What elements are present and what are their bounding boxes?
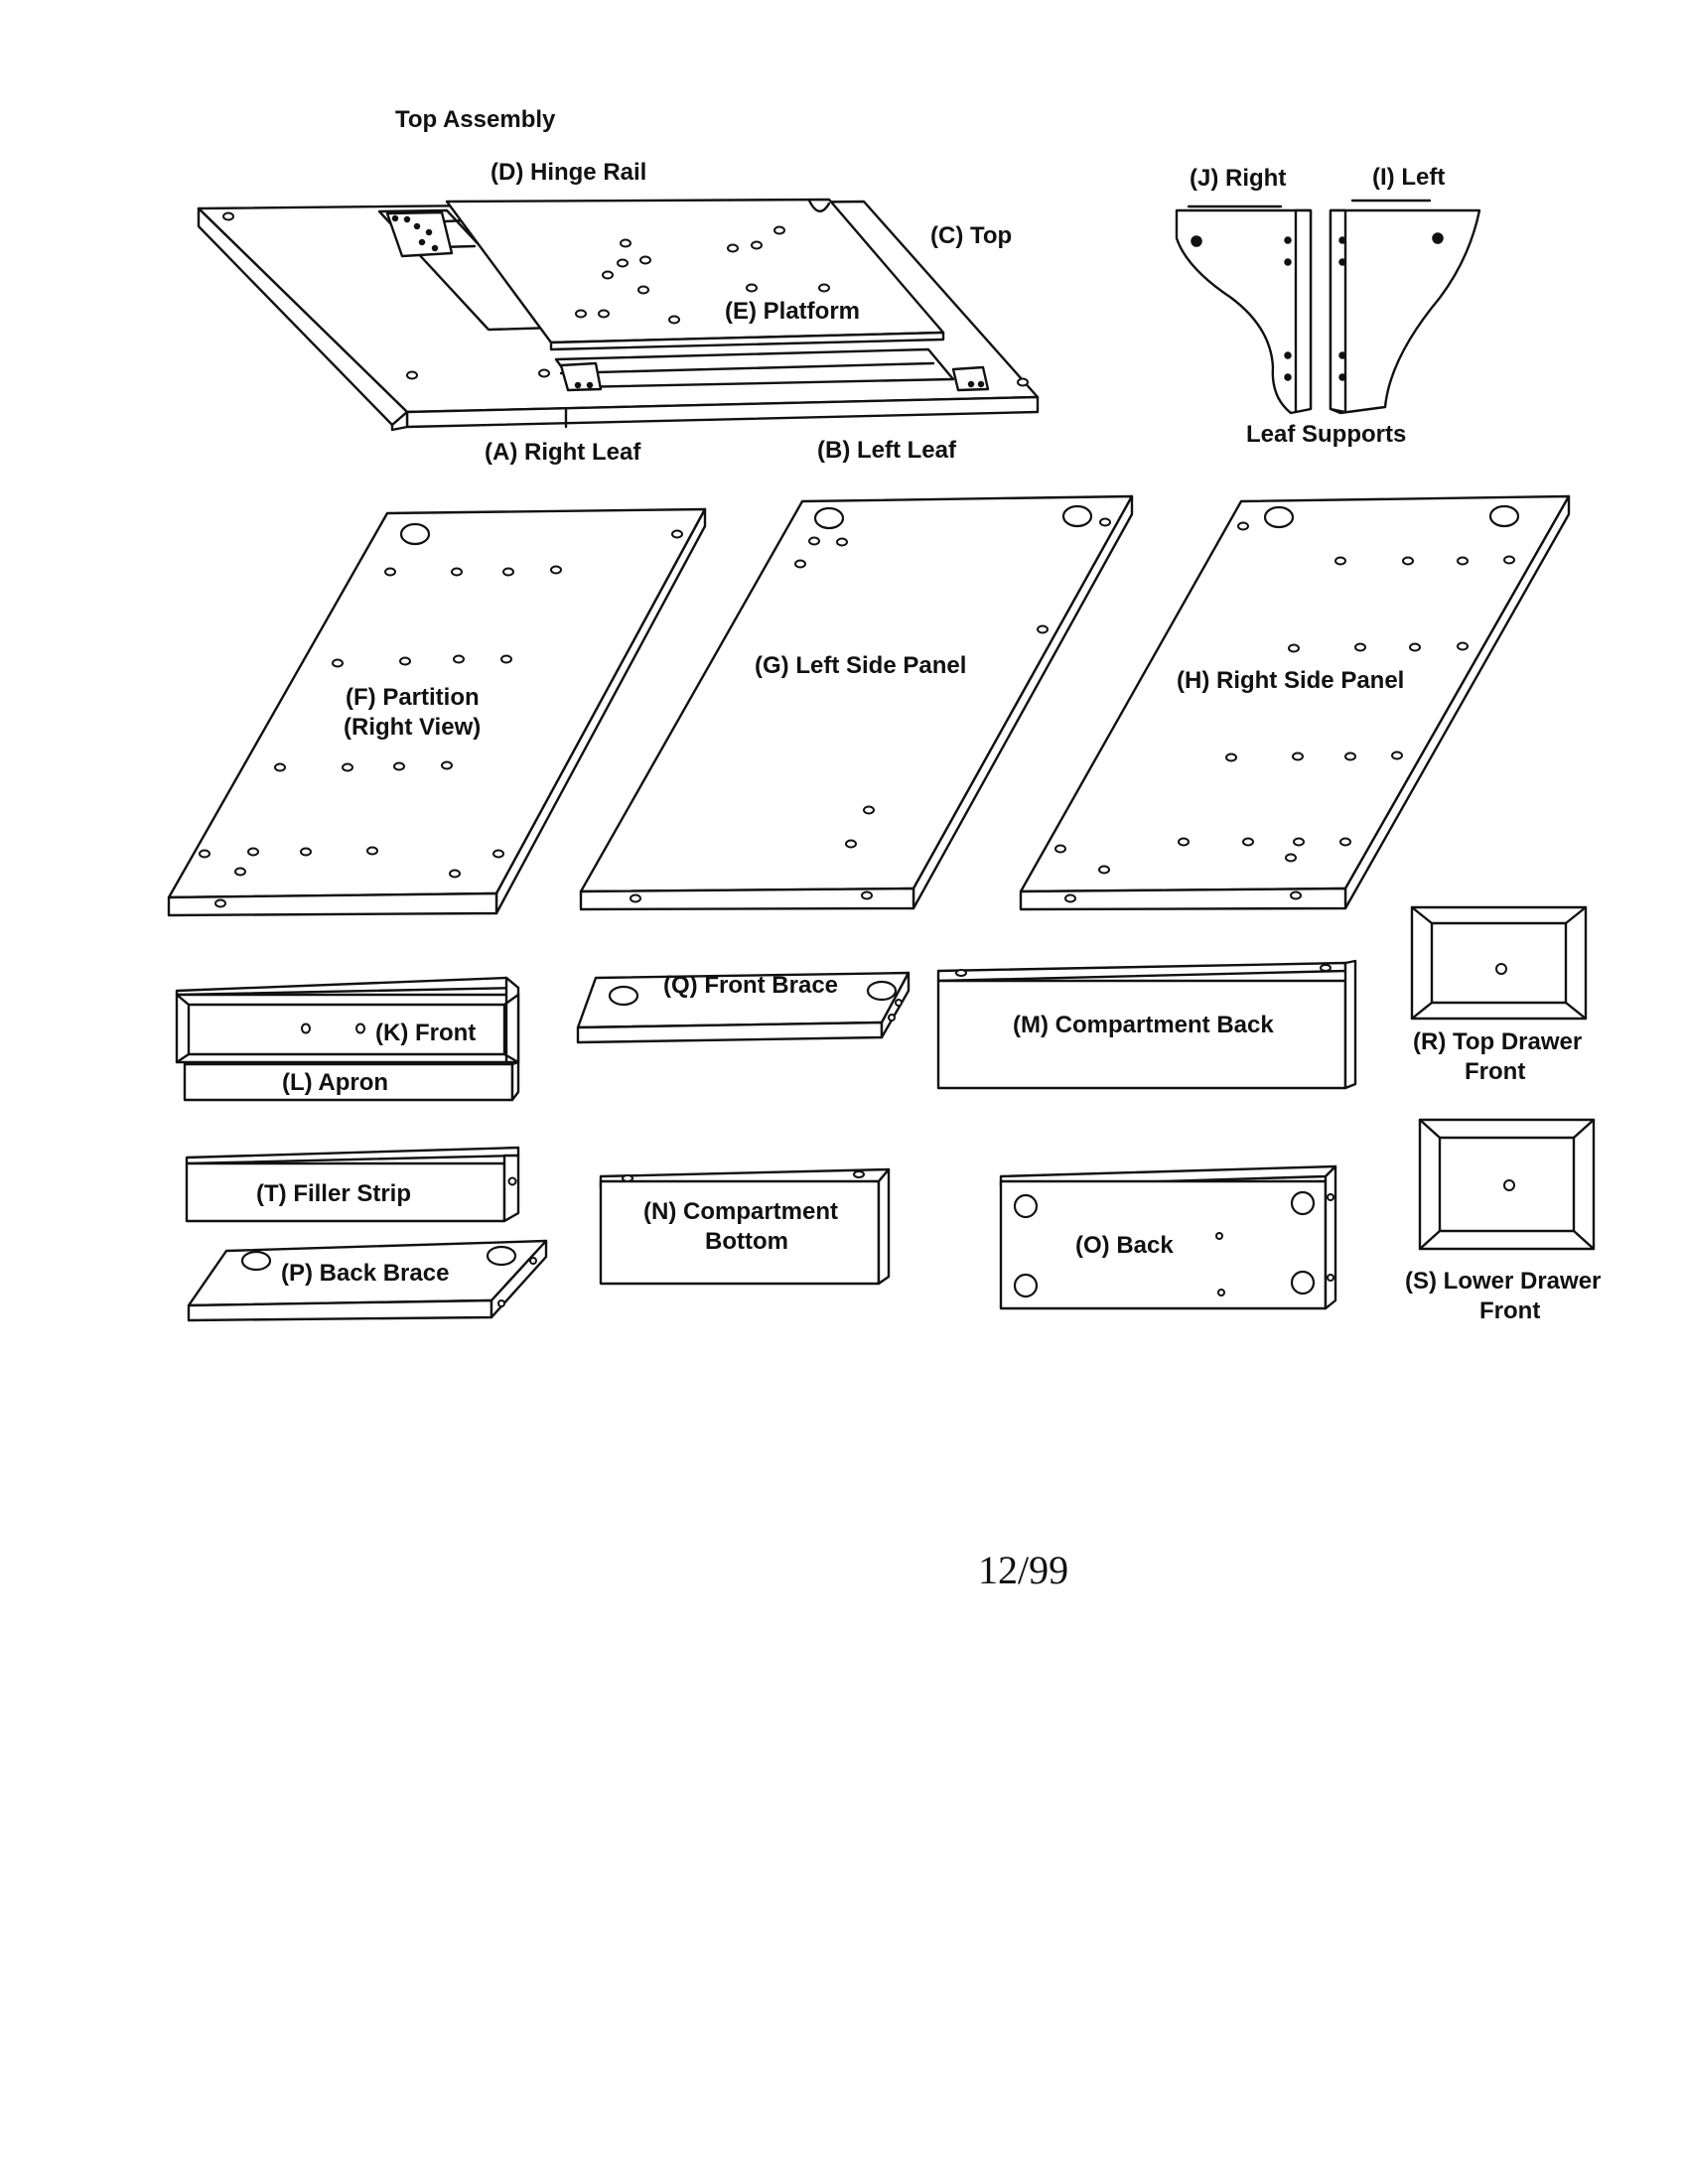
- back-brace-drawing: [187, 1239, 548, 1322]
- partition-label: (F) Partition: [346, 684, 480, 711]
- left-side-panel-label: (G) Left Side Panel: [755, 652, 966, 679]
- partition-drawing: [167, 507, 707, 917]
- right-leaf-label: (A) Right Leaf: [485, 439, 641, 466]
- leaf-supports-drawing: [1175, 199, 1481, 415]
- apron-label: (L) Apron: [282, 1069, 388, 1096]
- compartment-bottom-label: (N) Compartment: [643, 1198, 838, 1225]
- back-drawing: [999, 1164, 1337, 1310]
- platform-label: (E) Platform: [725, 298, 860, 325]
- lower-drawer-front-label-2: Front: [1479, 1297, 1540, 1324]
- right-side-panel-label: (H) Right Side Panel: [1177, 667, 1404, 694]
- left-side-panel-drawing: [579, 494, 1134, 911]
- back-brace-label: (P) Back Brace: [281, 1260, 449, 1287]
- front-apron-drawing: [175, 976, 520, 1102]
- front-brace-drawing: [576, 971, 911, 1044]
- top-label: (C) Top: [930, 222, 1012, 249]
- lower-drawer-front-label: (S) Lower Drawer: [1405, 1268, 1601, 1295]
- right-side-panel-drawing: [1019, 494, 1571, 911]
- top-drawer-front-label-2: Front: [1465, 1058, 1525, 1085]
- top-assembly-drawing: [197, 198, 1040, 432]
- left-leaf-label: (B) Left Leaf: [817, 437, 957, 464]
- compartment-back-drawing: [936, 959, 1357, 1090]
- lower-drawer-front-drawing: [1418, 1118, 1596, 1251]
- compartment-back-label: (M) Compartment Back: [1013, 1012, 1274, 1038]
- support-right-label: (J) Right: [1190, 165, 1286, 192]
- top-assembly-label: Top Assembly: [395, 106, 556, 133]
- compartment-bottom-label-2: Bottom: [705, 1228, 788, 1255]
- front-label: (K) Front: [375, 1020, 476, 1046]
- top-drawer-front-drawing: [1410, 905, 1588, 1021]
- partition-view-label: (Right View): [344, 714, 481, 741]
- filler-strip-drawing: [185, 1146, 520, 1223]
- compartment-bottom-drawing: [599, 1167, 891, 1286]
- page-number: 12/99: [978, 1548, 1068, 1592]
- filler-strip-label: (T) Filler Strip: [256, 1180, 411, 1207]
- leaf-supports-label: Leaf Supports: [1246, 421, 1406, 448]
- top-drawer-front-label: (R) Top Drawer: [1413, 1028, 1582, 1055]
- back-label: (O) Back: [1075, 1232, 1174, 1259]
- hinge-rail-label: (D) Hinge Rail: [491, 159, 646, 186]
- support-left-label: (I) Left: [1372, 164, 1445, 191]
- front-brace-label: (Q) Front Brace: [663, 972, 838, 999]
